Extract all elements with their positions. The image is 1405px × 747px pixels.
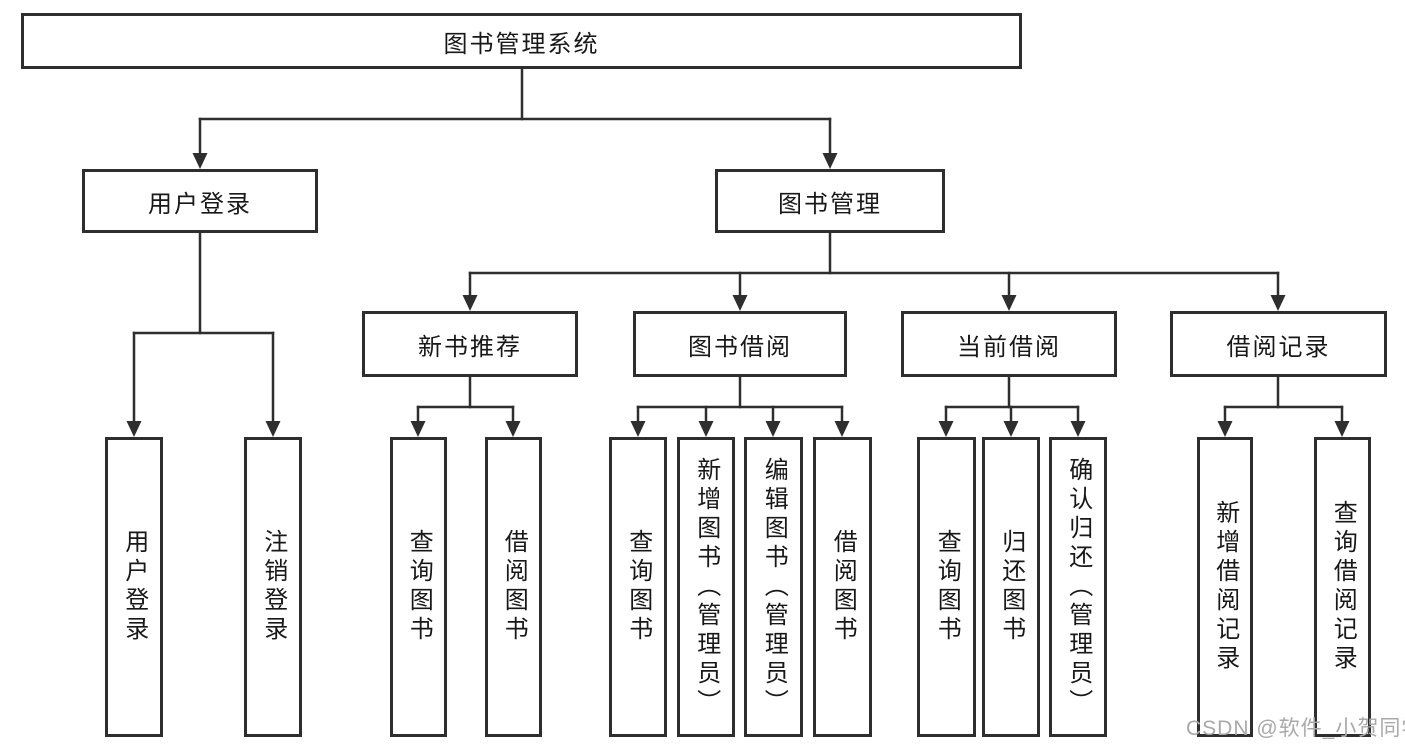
node-label: 借阅记录: [1226, 333, 1331, 361]
node-root-library-system: 图书管理系统: [21, 13, 1022, 69]
node-label: 图书管理: [778, 190, 882, 218]
node-label: 图书管理系统: [443, 30, 600, 58]
leaf-query-books-current: 查询图书: [917, 437, 976, 737]
node-current-borrowing: 当前借阅: [901, 311, 1117, 377]
leaf-edit-books-admin: 编辑图书（管理员）: [744, 437, 803, 737]
node-label: 查询图书: [405, 529, 433, 645]
leaf-query-borrow-record: 查询借阅记录: [1314, 437, 1371, 737]
node-label: 确认归还（管理员）: [1064, 456, 1092, 718]
node-label: 查询借阅记录: [1329, 500, 1357, 674]
node-book-borrowing: 图书借阅: [633, 311, 847, 377]
node-label: 查询图书: [624, 529, 652, 645]
node-label: 新增图书（管理员）: [692, 456, 720, 718]
leaf-logout: 注销登录: [244, 437, 302, 737]
leaf-borrow-books-recommend: 借阅图书: [485, 437, 542, 737]
node-label: 新增借阅记录: [1211, 500, 1239, 674]
node-label: 查询图书: [933, 529, 961, 645]
leaf-add-borrow-record: 新增借阅记录: [1197, 437, 1253, 737]
node-label: 图书借阅: [688, 333, 792, 361]
node-label: 用户登录: [148, 190, 252, 218]
node-user-login: 用户登录: [82, 169, 318, 233]
node-book-management: 图书管理: [715, 169, 945, 233]
node-new-book-recommendation: 新书推荐: [362, 311, 578, 377]
node-label: 借阅图书: [829, 529, 857, 645]
leaf-borrow-books-borrowing: 借阅图书: [813, 437, 872, 737]
node-label: 当前借阅: [957, 333, 1061, 361]
node-label: 借阅图书: [500, 529, 528, 645]
leaf-query-books-recommend: 查询图书: [390, 437, 447, 737]
leaf-user-login: 用户登录: [105, 437, 163, 737]
node-label: 归还图书: [997, 529, 1025, 645]
node-label: 编辑图书（管理员）: [760, 456, 788, 718]
leaf-return-books: 归还图书: [982, 437, 1040, 737]
node-label: 用户登录: [120, 529, 148, 645]
node-label: 注销登录: [259, 529, 287, 645]
watermark-text: CSDN @软件_小贺同学: [1186, 717, 1405, 740]
node-borrowing-records: 借阅记录: [1170, 311, 1387, 377]
node-label: 新书推荐: [418, 333, 522, 361]
leaf-confirm-return-admin: 确认归还（管理员）: [1049, 437, 1107, 737]
leaf-add-books-admin: 新增图书（管理员）: [677, 437, 735, 737]
leaf-query-books-borrowing: 查询图书: [609, 437, 667, 737]
